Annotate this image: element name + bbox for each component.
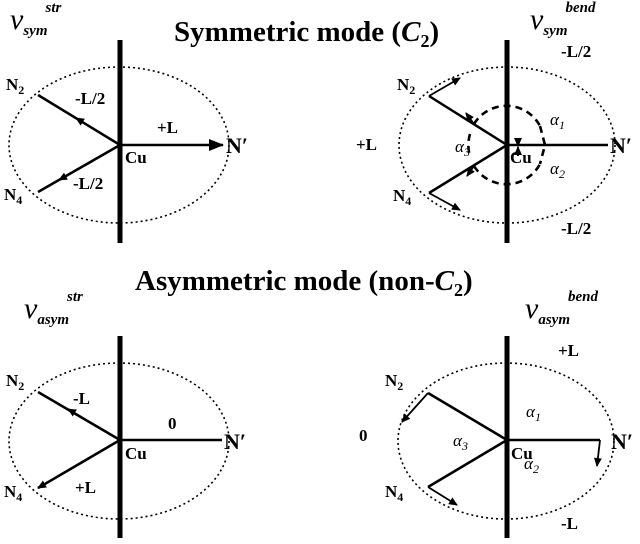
asym-bend-angle-a2: α2 — [524, 454, 539, 476]
sym-str-arrow-n2 — [75, 117, 98, 132]
asym-bend-atom-n2: N2 — [385, 371, 403, 393]
sym-bend-angle-a2: α2 — [550, 159, 565, 181]
asym-str-arrow-n2 — [67, 408, 89, 422]
sym-bend-panel: νsymbend N2 N4 N′ Cu -L/2 +L -L/2 α1 α2 … — [356, 0, 632, 243]
sym-str-panel: νsymstr N2 N4 N′ Cu -L/2 -L/2 +L — [4, 0, 248, 243]
asym-bend-arrow-n4 — [427, 486, 458, 506]
sym-bend-arrow-n4 — [428, 192, 461, 211]
sym-bend-load-bottom: -L/2 — [561, 219, 591, 238]
asym-bend-arrow-n2 — [401, 392, 429, 423]
asym-bend-load-left: 0 — [359, 426, 368, 445]
sym-bend-atom-n2: N2 — [397, 75, 415, 97]
sym-bend-mode-label: νsymbend — [530, 0, 596, 39]
sym-str-arrow-n4 — [58, 160, 94, 181]
asym-bend-arrow-nprime — [593, 439, 602, 467]
asym-bend-bond-n4 — [427, 438, 508, 489]
asym-str-atom-nprime: N′ — [224, 429, 246, 454]
asym-bend-atom-n4: N4 — [385, 482, 403, 504]
sym-bend-dashed-arc-top — [472, 104, 542, 127]
sym-bend-load-top: -L/2 — [561, 42, 591, 61]
asym-str-atom-cu: Cu — [125, 444, 147, 463]
sym-bend-angle-a1: α1 — [550, 110, 565, 132]
asym-bend-angle-a1: α1 — [526, 402, 541, 424]
asym-str-atom-n2: N2 — [6, 371, 24, 393]
sym-str-load-n2: -L/2 — [75, 89, 105, 108]
sym-str-mode-label: νsymstr — [10, 0, 62, 39]
sym-str-atom-n2: N2 — [6, 75, 24, 97]
asym-bend-load-bottom: -L — [561, 514, 578, 533]
asymmetric-mode-heading: Asymmetric mode (non-C2) — [135, 265, 473, 300]
sym-bend-dashed-arc-right — [538, 125, 547, 165]
asym-bend-panel: νasymbend N2 N4 N′ Cu +L 0 -L α1 α2 α3 — [359, 289, 633, 538]
asym-str-load-n4: +L — [75, 478, 96, 497]
sym-bend-load-left: +L — [356, 135, 377, 154]
sym-bend-angle-a3: α3 — [455, 137, 470, 159]
asym-bend-bond-n2 — [427, 391, 508, 442]
sym-bend-dashed-arc-bottom — [472, 163, 542, 186]
asym-bend-atom-cu: Cu — [511, 444, 533, 463]
asym-bend-mode-label: νasymbend — [525, 289, 599, 328]
asym-str-load-n2: -L — [73, 389, 90, 408]
sym-str-atom-n4: N4 — [4, 185, 22, 207]
sym-bend-dashed-arrow-top — [465, 112, 475, 125]
asym-str-atom-n4: N4 — [4, 482, 22, 504]
sym-bend-atom-n4: N4 — [393, 186, 411, 208]
sym-bend-dashed-arrow-bottom — [466, 165, 475, 177]
sym-bend-atom-cu: Cu — [510, 148, 532, 167]
asym-str-load-nprime: 0 — [168, 414, 177, 433]
sym-str-atom-nprime: N′ — [226, 133, 248, 158]
asym-str-panel: νasymstr N2 N4 N′ Cu -L +L 0 — [4, 289, 246, 538]
sym-bend-dashed-arc-left — [467, 133, 472, 157]
asym-bend-angle-a3: α3 — [453, 431, 468, 453]
sym-bend-arrow-n2 — [428, 77, 461, 97]
symmetric-mode-heading: Symmetric mode (C2) — [174, 16, 439, 51]
asym-str-arrow-n4 — [37, 457, 91, 489]
sym-str-load-nprime: +L — [157, 118, 178, 137]
asym-str-mode-label: νasymstr — [24, 289, 83, 328]
asym-bend-load-top: +L — [558, 341, 579, 360]
sym-str-load-n4: -L/2 — [73, 174, 103, 193]
asym-bend-atom-nprime: N′ — [611, 429, 633, 454]
sym-bend-atom-nprime: N′ — [610, 133, 632, 158]
sym-str-atom-cu: Cu — [125, 148, 147, 167]
